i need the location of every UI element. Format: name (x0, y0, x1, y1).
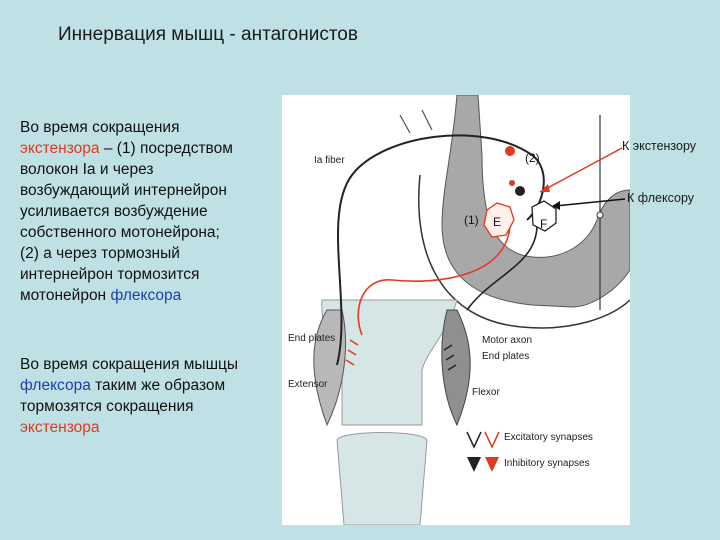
end-plates-left-label: End plates (288, 333, 336, 344)
para1-line7: (2) а через тормозный (20, 245, 180, 262)
flexor-muscle (441, 309, 471, 427)
motor-axon-extensor (357, 224, 511, 336)
para1-line1: Во время сокращения (20, 119, 180, 136)
end-plate-marks-left (345, 339, 359, 366)
inhibitory-synapse-icon-black (467, 457, 481, 472)
flexor-contraction-paragraph: Во время сокращения мышцы флексора таким… (20, 354, 282, 438)
excitatory-synapse-icon-red (484, 431, 500, 449)
pathway-2-label: (2) (525, 151, 540, 165)
extensor-neuron-label: E (493, 215, 502, 229)
slide-title: Иннервация мышц - антагонистов (58, 24, 358, 45)
to-extensor-annotation: К экстензору (622, 139, 697, 153)
flexor-muscle-label: Flexor (472, 387, 500, 398)
para1-line2-rest: – (1) посредством (99, 140, 233, 157)
antagonist-innervation-diagram: Ia fiber (2) (1) E F End plates Motor ax… (282, 95, 630, 525)
flexor-neuron-label: F (540, 217, 548, 231)
para1-extensor-word: экстензора (20, 140, 100, 157)
motor-axon-flexor (466, 224, 538, 311)
end-plates-right-label: End plates (482, 351, 530, 362)
to-flexor-annotation: К флексору (627, 191, 695, 205)
para1-flexor-word: флексора (110, 287, 182, 304)
para2-line3: тормозятся сокращения (20, 398, 194, 415)
inhibitory-synapse-icon-red (485, 457, 499, 472)
para1-line5: усиливается возбуждение (20, 203, 208, 220)
spinal-cord-outline (418, 174, 630, 329)
para1-line4: возбуждающий интернейрон (20, 182, 227, 199)
inhibitory-synapses-legend: Inhibitory synapses (504, 458, 590, 469)
ascending-fiber-node (596, 211, 604, 219)
excitatory-interneuron (505, 146, 515, 156)
para1-line9: мотонейрон (20, 287, 111, 304)
para2-line2-rest: таким же образом (90, 377, 226, 394)
pathway-1-label: (1) (464, 213, 479, 227)
para1-line6: собственного мотонейрона; (20, 224, 220, 241)
spinal-gray-matter (441, 95, 630, 308)
tibia-bone (336, 432, 428, 525)
para1-line8: интернейрон тормозится (20, 266, 200, 283)
motor-axon-label: Motor axon (482, 335, 533, 346)
ia-fiber-label: Ia fiber (314, 155, 345, 166)
inhibitory-interneuron (515, 186, 525, 196)
extensor-muscle (313, 309, 346, 427)
ia-fiber-branch (399, 109, 433, 134)
extensor-muscle-label: Extensor (288, 379, 328, 390)
end-plate-marks-right (443, 344, 457, 371)
excitatory-synapse-icon-black (466, 431, 482, 449)
extensor-contraction-paragraph: Во время сокращения экстензора – (1) пос… (20, 117, 282, 306)
flexor-motor-neuron (531, 200, 557, 232)
extensor-motor-neuron (483, 202, 515, 238)
para2-line1: Во время сокращения мышцы (20, 356, 239, 373)
para1-line3: волокон Ia и через (20, 161, 154, 178)
para2-flexor-word: флексора (20, 377, 91, 394)
synapse-dot-2 (509, 180, 515, 186)
para2-extensor-word: экстензора (20, 419, 100, 436)
excitatory-synapses-legend: Excitatory synapses (504, 432, 593, 443)
